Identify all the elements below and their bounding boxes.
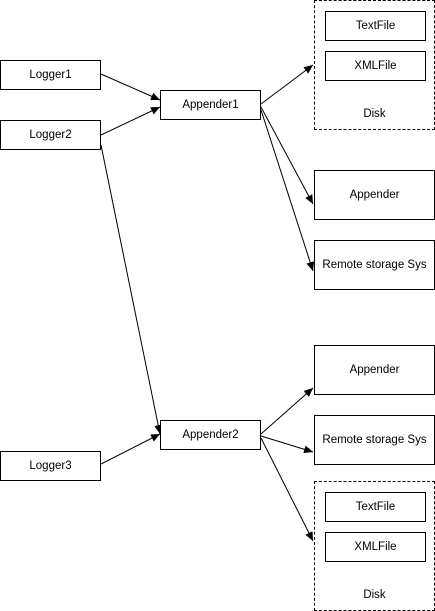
edge-logger3-appender2 [100, 433, 161, 465]
textfile-node-bottom: TextFile [325, 492, 426, 522]
logger1-node: Logger1 [0, 60, 101, 90]
edge-logger2-appender2 [100, 144, 163, 435]
edge-appender2-appender [260, 387, 314, 435]
logger3-node: Logger3 [0, 451, 101, 481]
disk-group-bottom: TextFile XMLFile Disk [314, 481, 435, 611]
xmlfile-node-bottom: XMLFile [325, 532, 426, 562]
edge-appender1-remote [260, 109, 315, 272]
remote-storage-bottom: Remote storage Sys [314, 415, 435, 465]
logger2-node: Logger2 [0, 120, 101, 150]
appender2-node: Appender2 [160, 420, 261, 450]
remote-storage-top: Remote storage Sys [314, 240, 435, 290]
edge-appender1-appender [260, 106, 314, 205]
appender1-node: Appender1 [160, 90, 261, 120]
textfile-node-top: TextFile [325, 11, 426, 41]
edge-appender2-disk [260, 437, 314, 542]
edge-logger1-appender1 [100, 73, 161, 101]
appender-target-top: Appender [314, 170, 435, 220]
appender-target-bottom: Appender [314, 345, 435, 395]
disk-group-top: TextFile XMLFile Disk [314, 0, 435, 130]
edge-logger2-appender1 [100, 106, 161, 136]
disk-label-top: Disk [363, 108, 386, 120]
edge-appender1-disk [260, 64, 314, 105]
disk-label-bottom: Disk [363, 589, 386, 601]
xmlfile-node-top: XMLFile [325, 51, 426, 81]
edge-appender2-remote [260, 435, 314, 454]
